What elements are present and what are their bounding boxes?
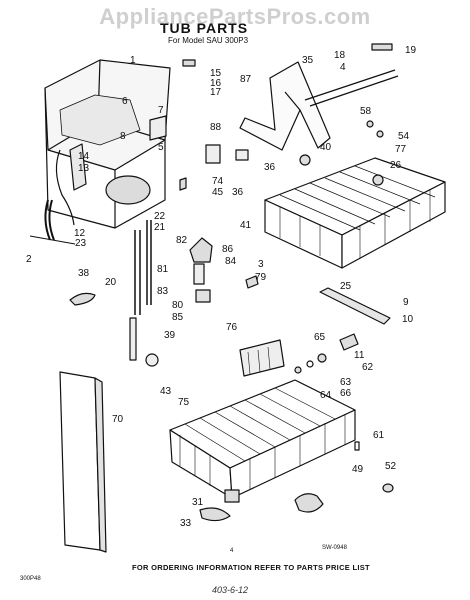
callout-14: 14 [78,151,90,162]
callout-41: 41 [240,220,252,231]
callout-52: 52 [385,461,397,472]
watermark: AppliancePartsPros.com [99,4,371,29]
diagram-title: TUB PARTS [160,20,249,36]
callout-87: 87 [240,74,252,85]
handwritten-note: 403-6-12 [212,585,249,595]
ordering-note: FOR ORDERING INFORMATION REFER TO PARTS … [132,563,370,572]
callout-36b: 36 [264,162,276,173]
callout-1: 1 [130,55,136,66]
callout-16: 16 [210,78,222,89]
callout-25: 25 [340,281,352,292]
callout-76: 76 [226,322,238,333]
callout-40: 40 [320,142,332,153]
callout-21: 21 [154,222,166,233]
callout-74: 74 [212,176,224,187]
left-code: 300P48 [20,576,41,582]
callout-10: 10 [402,314,414,325]
callout-labels: 1 2 3 4 5 6 7 8 9 10 11 12 13 14 15 16 1… [26,45,417,529]
callout-45: 45 [212,187,224,198]
drawing-code: SW-0948 [322,545,347,551]
callout-31: 31 [192,497,204,508]
callout-62: 62 [362,362,374,373]
callout-75: 75 [178,397,190,408]
callout-85: 85 [172,312,184,323]
diagram-subtitle: For Model SAU 300P3 [168,36,249,45]
callout-39: 39 [164,330,176,341]
callout-80: 80 [172,300,184,311]
callout-86: 86 [222,244,234,255]
callout-36: 36 [232,187,244,198]
callout-79: 79 [255,272,267,283]
callout-17: 17 [210,87,222,98]
door-panel [59,371,107,553]
lower-rack [169,379,356,499]
callout-84: 84 [225,256,237,267]
upper-rack [264,157,446,269]
callout-8: 8 [120,131,126,142]
callout-13: 13 [78,163,90,174]
callout-18: 18 [334,50,346,61]
callout-19: 19 [405,45,417,56]
callout-15: 15 [210,68,222,79]
callout-81: 81 [157,264,169,275]
callout-12: 12 [74,228,86,239]
callout-66: 66 [340,388,352,399]
callout-63: 63 [340,377,352,388]
callout-2: 2 [26,254,32,265]
callout-61: 61 [373,430,385,441]
callout-22: 22 [154,211,166,222]
callout-43: 43 [160,386,172,397]
callout-54: 54 [398,131,410,142]
callout-3: 3 [258,259,264,270]
callout-88: 88 [210,122,222,133]
callout-5: 5 [158,142,164,153]
tub [44,59,171,229]
callout-23: 23 [75,238,87,249]
page-mark: 4 [230,548,234,554]
callout-33: 33 [180,518,192,529]
callout-65: 65 [314,332,326,343]
callout-20: 20 [105,277,117,288]
callout-64: 64 [320,390,332,401]
callout-70: 70 [112,414,124,425]
callout-26: 26 [390,160,402,171]
callout-35: 35 [302,55,314,66]
callout-58: 58 [360,106,372,117]
callout-6: 6 [122,96,128,107]
callout-4: 4 [340,62,346,73]
callout-7: 7 [158,105,164,116]
callout-83: 83 [157,286,169,297]
callout-38: 38 [78,268,90,279]
callout-49: 49 [352,464,364,475]
callout-11: 11 [354,350,365,361]
callout-9: 9 [403,297,409,308]
callout-82: 82 [176,235,188,246]
callout-77: 77 [395,144,407,155]
